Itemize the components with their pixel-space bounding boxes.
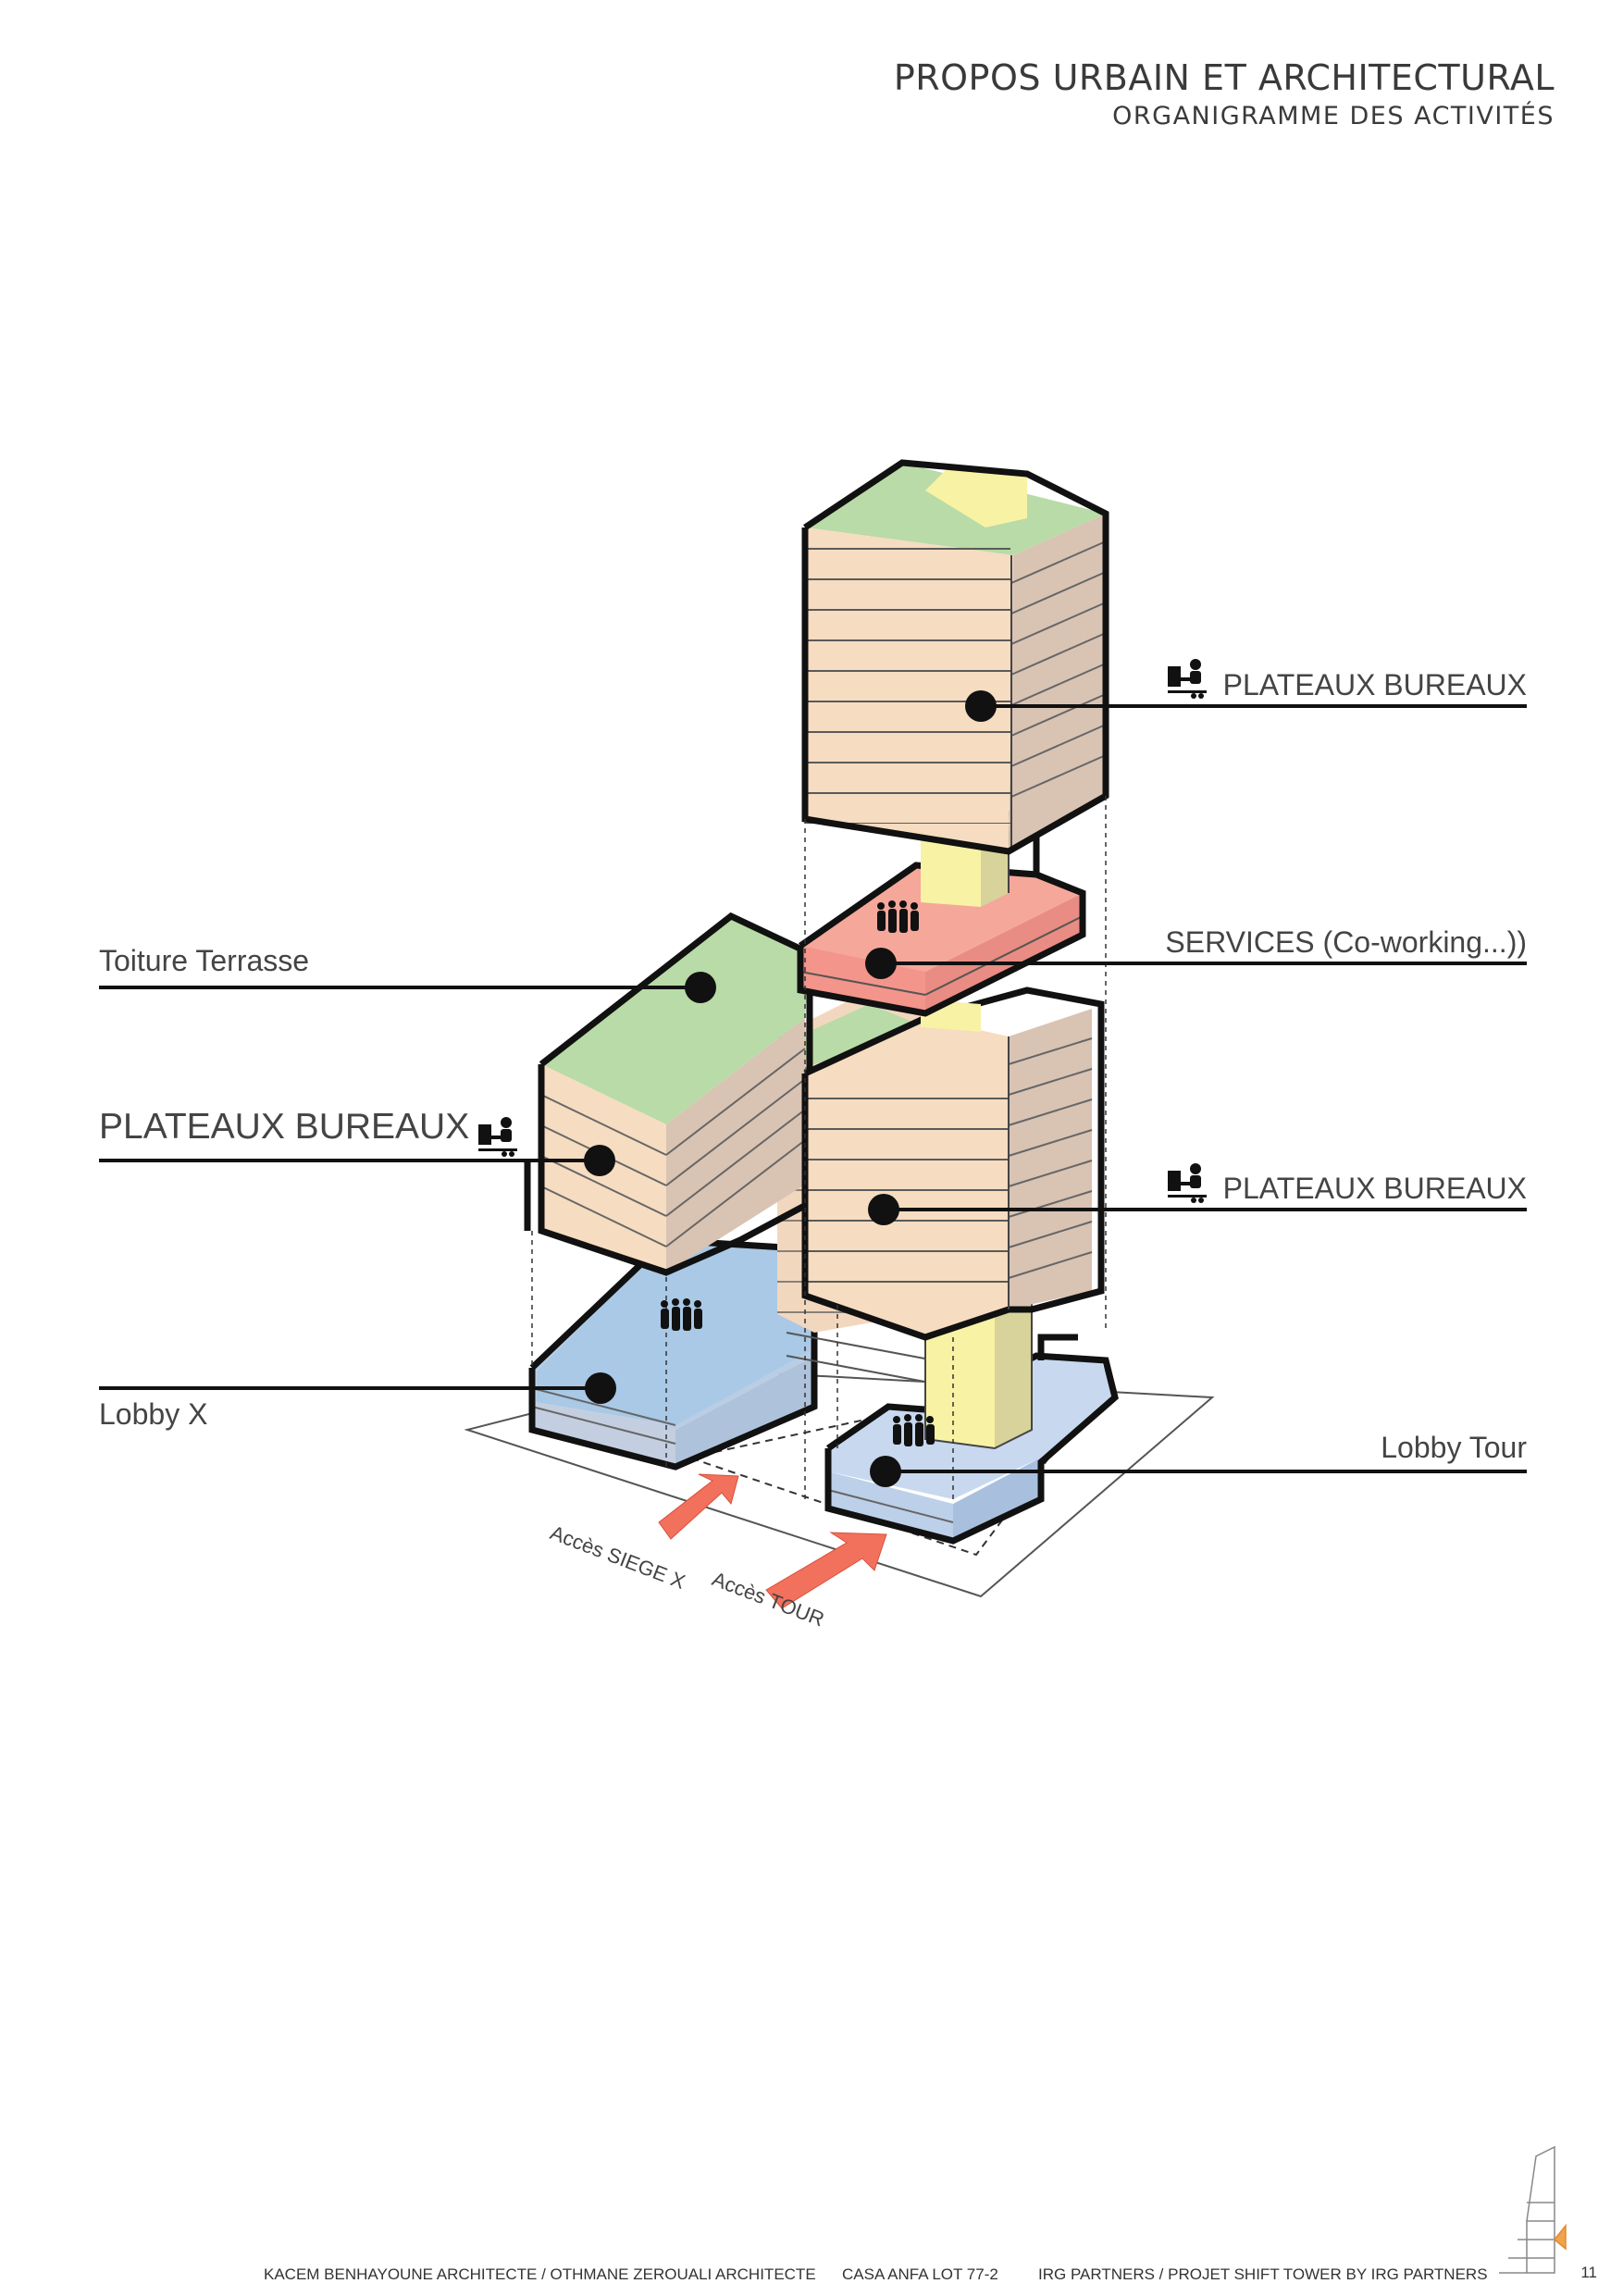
page-header: PROPOS URBAIN ET ARCHITECTURAL ORGANIGRA…	[894, 57, 1555, 130]
people-group-icon	[877, 900, 919, 933]
dot-plateaux-left	[584, 1145, 615, 1176]
access-arrow-tour	[765, 1532, 887, 1609]
tower-logo-icon	[1499, 2145, 1567, 2274]
label-lobby-x: Lobby X	[99, 1397, 208, 1431]
dot-lobby-tour	[870, 1456, 901, 1487]
desk-worker-icon	[1168, 1163, 1207, 1203]
label-plateaux-left: PLATEAUX BUREAUX	[99, 1107, 470, 1147]
desk-worker-icon	[478, 1117, 517, 1157]
footer-client: IRG PARTNERS / PROJET SHIFT TOWER BY IRG…	[1038, 2265, 1488, 2283]
dot-lobby-x	[585, 1372, 616, 1404]
services-volume	[797, 862, 1086, 1017]
people-group-icon	[661, 1298, 702, 1331]
footer-project: CASA ANFA LOT 77-2	[842, 2265, 998, 2283]
left-wing-office-volume	[524, 912, 813, 1276]
access-arrow-siege	[658, 1473, 739, 1540]
leader-lines	[99, 690, 1527, 1487]
page-subtitle: ORGANIGRAMME DES ACTIVITÉS	[1112, 102, 1555, 130]
label-plateaux-top: PLATEAUX BUREAUX	[1222, 668, 1527, 701]
core-lower	[924, 1285, 1033, 1450]
people-group-icon	[893, 1414, 935, 1446]
desk-worker-icon	[1168, 659, 1207, 699]
dot-toiture	[685, 972, 716, 1003]
label-lobby-tour: Lobby Tour	[1381, 1431, 1527, 1464]
page-title: PROPOS URBAIN ET ARCHITECTURAL	[893, 57, 1555, 98]
middle-office-tower	[801, 987, 1105, 1341]
label-plateaux-mid: PLATEAUX BUREAUX	[1222, 1172, 1527, 1205]
page-number: 11	[1580, 2264, 1597, 2281]
projection-lines	[531, 796, 1107, 1499]
top-office-tower	[801, 459, 1109, 855]
label-services: SERVICES (Co-working...))	[1165, 925, 1527, 959]
footer-architects: KACEM BENHAYOUNE ARCHITECTE / OTHMANE ZE…	[264, 2265, 816, 2283]
label-toiture: Toiture Terrasse	[99, 944, 310, 977]
dot-services	[865, 948, 897, 979]
dot-plateaux-mid	[868, 1194, 899, 1225]
dot-plateaux-top	[965, 690, 997, 722]
